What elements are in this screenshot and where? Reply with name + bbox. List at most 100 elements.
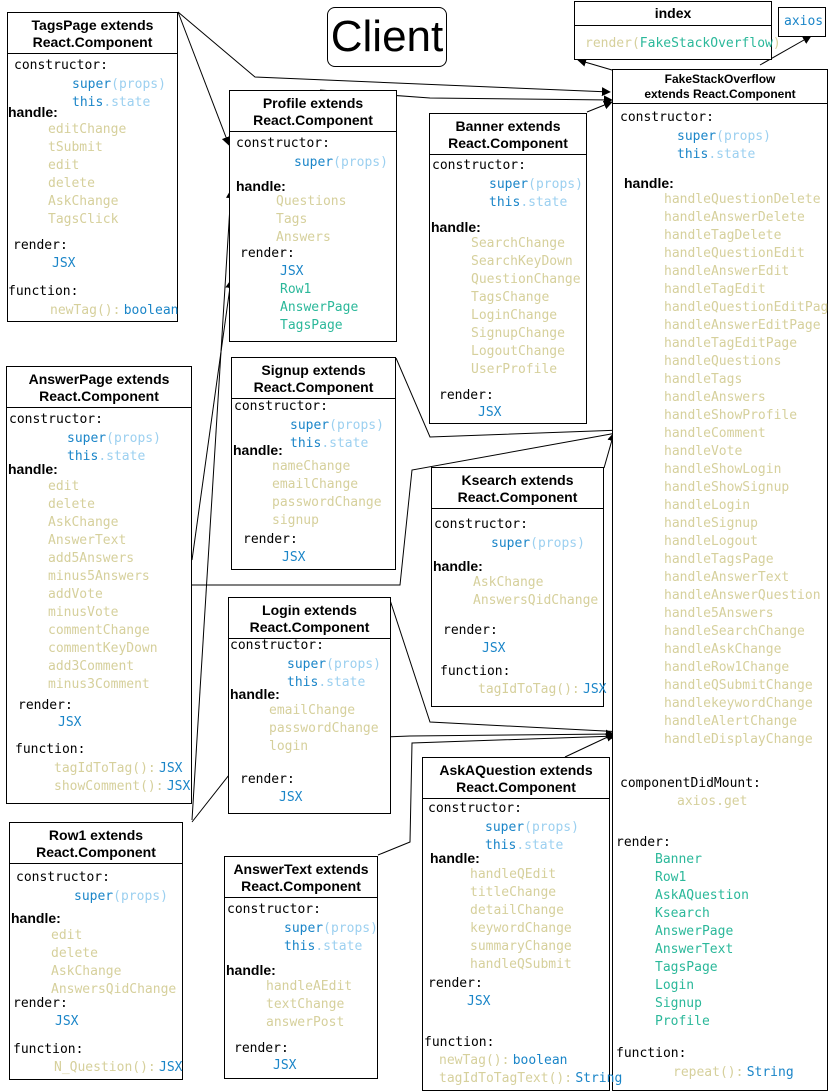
answertext-handle-item: answerPost	[266, 1015, 345, 1030]
ksearch-function: tagIdToTag(): JSX	[478, 682, 607, 697]
signup-handle-item: passwordChange	[272, 495, 382, 510]
signup-super: super(props)	[290, 418, 384, 433]
banner-handle-item: SignupChange	[471, 326, 565, 341]
login-super: super(props)	[287, 657, 381, 672]
fso-render-label: render:	[616, 835, 671, 850]
askaquestion-handle-item: titleChange	[470, 885, 557, 900]
signup-handle-item: nameChange	[272, 459, 351, 474]
ksearch-handle-item: AskChange	[473, 575, 544, 590]
fso-handle-item: handleShowProfile	[664, 408, 798, 423]
answerpage-handle-item: minus3Comment	[48, 677, 150, 692]
tagspage-state: this.state	[72, 95, 151, 110]
answerpage-handle-item: add5Answers	[48, 551, 135, 566]
answerpage-handle-item: delete	[48, 497, 95, 512]
fso-render-item: TagsPage	[655, 960, 718, 975]
banner-handle-item: TagsChange	[471, 290, 550, 305]
banner-constructor-label: constructor:	[432, 158, 526, 173]
tagspage-super: super(props)	[72, 77, 166, 92]
fso-handle-item: handleAnswers	[664, 390, 766, 405]
askaquestion-handle-item: handleQEdit	[470, 867, 557, 882]
answertext-handle-item: handleAEdit	[266, 979, 353, 994]
fso-handle-label: handle:	[624, 175, 674, 191]
answerpage-function-label: function:	[15, 742, 86, 757]
index-box: index render(FakeStackOverflow)	[574, 1, 781, 60]
fso-handle-item: handleAskChange	[664, 642, 782, 657]
login-constructor-label: constructor:	[230, 638, 324, 653]
row1-handle-label: handle:	[11, 910, 61, 926]
askaquestion-constructor-label: constructor:	[428, 801, 522, 816]
tagspage-render-jsx: JSX	[52, 256, 76, 271]
tagspage-constructor-label: constructor:	[14, 58, 108, 73]
fso-handle-item: handleRow1Change	[664, 660, 790, 675]
banner-handle-item: QuestionChange	[471, 272, 581, 287]
banner-handle-item: LoginChange	[471, 308, 558, 323]
answertext-constructor-label: constructor:	[227, 902, 321, 917]
login-handle-label: handle:	[230, 686, 280, 702]
banner-super: super(props)	[489, 177, 583, 192]
axios-label: axios	[784, 14, 824, 29]
profile-handle-label: handle:	[236, 178, 286, 194]
fso-handle-item: handleTagEdit	[664, 282, 766, 297]
fso-render-item: AskAQuestion	[655, 888, 749, 903]
askaquestion-handle-item: detailChange	[470, 903, 564, 918]
edge-fso-to-axios	[759, 35, 812, 66]
fso-render-item: Ksearch	[655, 906, 710, 921]
login-render-label: render:	[240, 772, 295, 787]
ksearch-function-label: function:	[440, 664, 511, 679]
fso-handle-item: handleLogin	[664, 498, 751, 513]
tagspage-handle-label: handle:	[8, 104, 58, 120]
answerpage-handle-item: edit	[48, 479, 80, 494]
fso-handle-item: handleAnswerQuestion	[664, 588, 821, 603]
signup-render-jsx: JSX	[282, 550, 306, 565]
profile-render-item: TagsPage	[280, 318, 343, 333]
signup-constructor-label: constructor:	[234, 399, 328, 414]
tagspage-handle-item: editChange	[48, 122, 127, 137]
banner-handle-item: SearchKeyDown	[471, 254, 573, 269]
fso-handle-item: handleAnswerText	[664, 570, 790, 585]
ksearch-handle-label: handle:	[433, 558, 483, 574]
askaquestion-render-jsx: JSX	[467, 994, 491, 1009]
answertext-super: super(props)	[284, 921, 378, 936]
fso-render-item: Signup	[655, 996, 702, 1011]
fso-render-item: AnswerText	[655, 942, 734, 957]
fso-handle-item: handleQuestionEdit	[664, 246, 805, 261]
row1-handle-item: AskChange	[51, 964, 122, 979]
fso-mount-call: axios.get	[677, 794, 748, 809]
profile-render-item: AnswerPage	[280, 300, 359, 315]
banner-state: this.state	[489, 195, 568, 210]
ksearch-handle-item: AnswersQidChange	[473, 593, 599, 608]
answerpage-state: this.state	[67, 449, 146, 464]
login-handle-item: passwordChange	[269, 721, 379, 736]
answertext-render-jsx: JSX	[273, 1058, 297, 1073]
row1-constructor-label: constructor:	[16, 870, 110, 885]
fso-handle-item: handleSearchChange	[664, 624, 805, 639]
signup-handle-label: handle:	[233, 442, 283, 458]
fso-handle-item: handleLogout	[664, 534, 758, 549]
profile-render-item: Row1	[280, 282, 312, 297]
login-state: this.state	[287, 675, 366, 690]
axios-box: axios	[778, 7, 826, 37]
answertext-handle-label: handle:	[226, 962, 276, 978]
answerpage-function: showComment(): JSX	[54, 779, 191, 794]
row1-render-label: render:	[13, 996, 68, 1011]
askaquestion-handle-item: summaryChange	[470, 939, 572, 954]
signup-state: this.state	[290, 436, 369, 451]
answerpage-render-label: render:	[18, 698, 73, 713]
tagspage-handle-item: tSubmit	[48, 140, 103, 155]
signup-render-label: render:	[243, 532, 298, 547]
tagspage-function-label: function:	[8, 284, 79, 299]
fso-handle-item: handleSignup	[664, 516, 758, 531]
fso-render-item: Profile	[655, 1014, 710, 1029]
signup-handle-item: signup	[272, 513, 319, 528]
